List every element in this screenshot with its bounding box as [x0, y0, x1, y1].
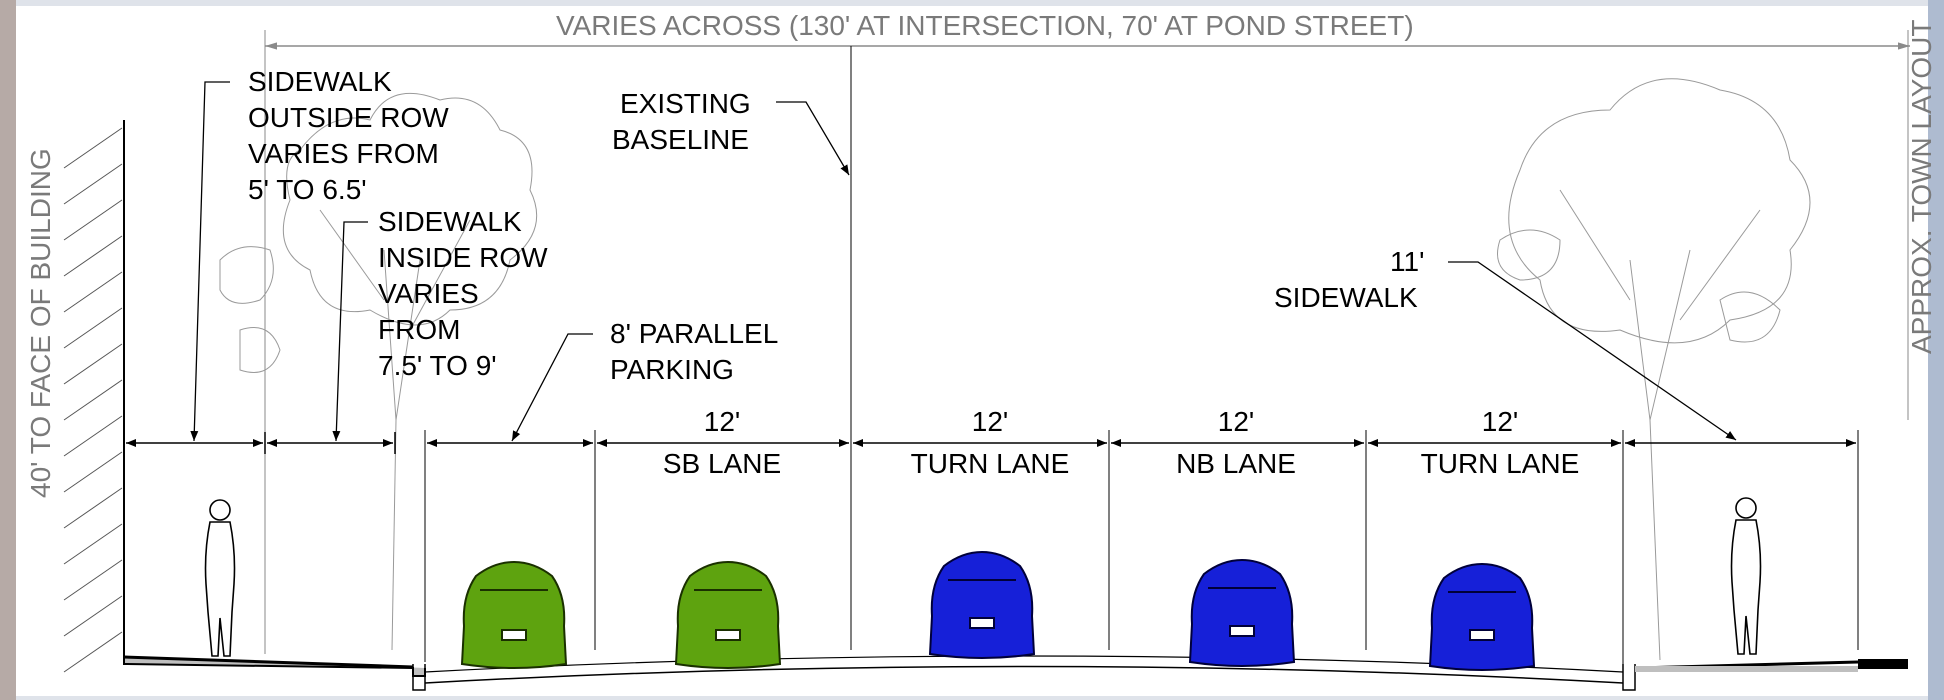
callout-line: BASELINE: [612, 124, 749, 155]
lane-name: NB LANE: [1176, 448, 1296, 479]
leader-lines: [190, 81, 1737, 442]
callout-line: EXISTING: [620, 88, 751, 119]
left-photo-edge: [0, 0, 16, 700]
building-face-hatch: [63, 120, 125, 673]
left-dimension-text: 40' TO FACE OF BUILDING: [25, 148, 56, 498]
callout-line: SIDEWALK: [1274, 282, 1418, 313]
callout-line: SIDEWALK: [248, 66, 392, 97]
car-turn-lane-1: [929, 551, 1035, 659]
right-photo-edge: [1928, 0, 1944, 700]
lane-width: 12': [1217, 406, 1255, 437]
callout-line: OUTSIDE ROW: [248, 102, 449, 133]
callout-line: 7.5' TO 9': [378, 350, 497, 381]
car-nb-lane: [1189, 559, 1295, 667]
lane-name: SB LANE: [662, 448, 782, 479]
pedestrian-right: [1730, 497, 1762, 655]
callout-line: INSIDE ROW: [378, 242, 548, 273]
car-parking: [461, 561, 567, 669]
lane-name: TURN LANE: [910, 448, 1070, 479]
tree-left: [219, 92, 538, 651]
lane-width: 12': [1481, 406, 1519, 437]
callout-line: 5' TO 6.5': [248, 174, 367, 205]
callout-line: 8' PARALLEL: [610, 318, 779, 349]
lane-width: 12': [971, 406, 1009, 437]
callout-line: PARKING: [610, 354, 734, 385]
callout-line: VARIES FROM: [248, 138, 439, 169]
dimension-string: [123, 432, 1856, 454]
callout-line: 11': [1390, 246, 1425, 277]
lane-width: 12': [703, 406, 741, 437]
top-dimension-line: [264, 30, 1910, 654]
callout-line: FROM: [378, 314, 461, 345]
pedestrian-left: [204, 499, 236, 657]
tree-right: [1497, 78, 1811, 661]
car-turn-lane-2: [1429, 563, 1535, 671]
zone-boundaries: [424, 430, 1859, 666]
car-sb-lane: [675, 561, 781, 669]
callout-line: SIDEWALK: [378, 206, 522, 237]
callout-line: VARIES: [378, 278, 479, 309]
top-dimension-text: VARIES ACROSS (130' AT INTERSECTION, 70'…: [552, 8, 1418, 43]
lane-name: TURN LANE: [1420, 448, 1580, 479]
right-note-text: APPROX. TOWN LAYOUT: [1906, 19, 1937, 354]
